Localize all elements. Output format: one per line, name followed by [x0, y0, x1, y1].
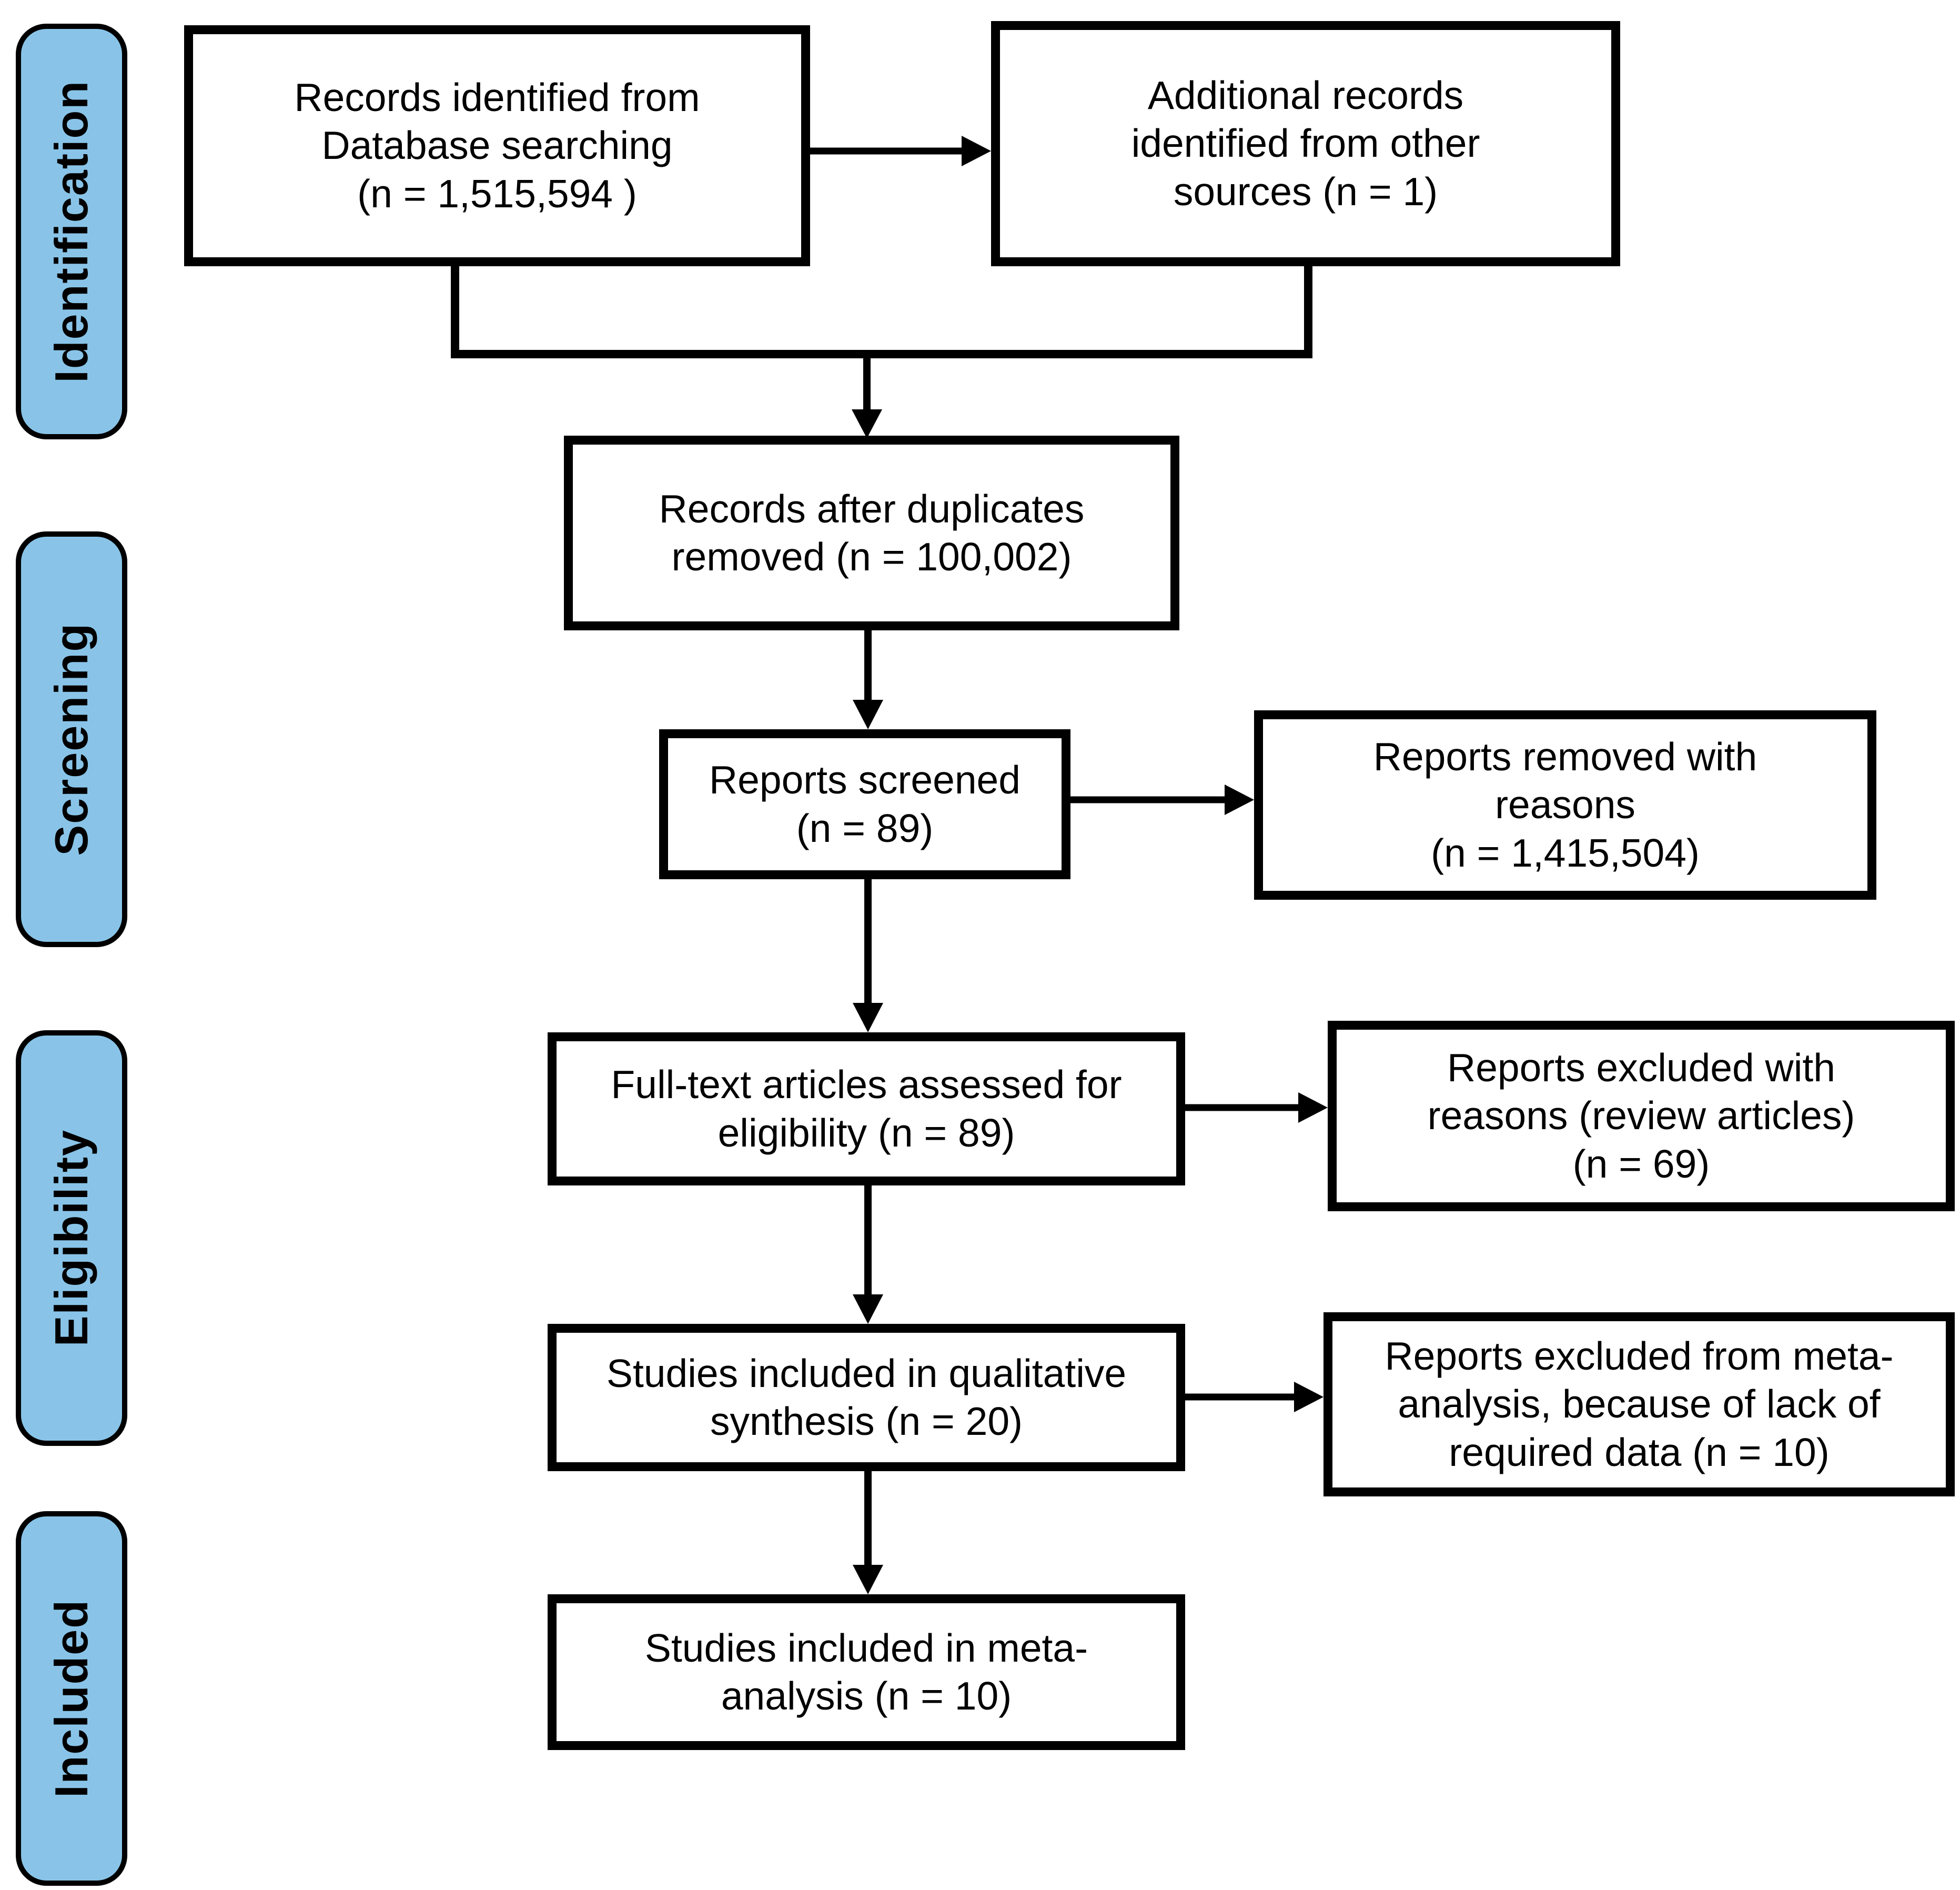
stage-screening: Screening: [16, 531, 127, 947]
node-reports-excluded-review-text: Reports excluded with reasons (review ar…: [1427, 1045, 1855, 1186]
arrow-identified-to-additional: [810, 136, 991, 166]
node-excluded-from-meta: Reports excluded from meta- analysis, be…: [1323, 1312, 1955, 1496]
stage-included: Included: [16, 1511, 127, 1886]
arrow-fulltext-to-qualitative: [853, 1185, 883, 1324]
node-records-identified: Records identified from Database searchi…: [184, 25, 810, 266]
arrow-screened-to-removed: [1070, 785, 1254, 815]
arrow-fulltext-to-excluded: [1185, 1092, 1328, 1123]
node-fulltext-assessed: Full-text articles assessed for eligibil…: [548, 1032, 1185, 1185]
node-excluded-from-meta-text: Reports excluded from meta- analysis, be…: [1385, 1333, 1894, 1474]
node-fulltext-assessed-text: Full-text articles assessed for eligibil…: [611, 1062, 1122, 1155]
arrow-qualitative-to-meta: [853, 1471, 883, 1594]
node-reports-excluded-review: Reports excluded with reasons (review ar…: [1328, 1021, 1955, 1211]
arrow-duplicates-to-screened: [853, 630, 883, 729]
stage-identification-label: Identification: [45, 80, 97, 383]
node-reports-screened-text: Reports screened (n = 89): [709, 758, 1021, 850]
node-records-identified-text: Records identified from Database searchi…: [294, 75, 700, 216]
arrow-screened-to-fulltext: [853, 879, 883, 1032]
connector-merge-bracket: [451, 266, 1312, 438]
node-reports-screened: Reports screened (n = 89): [659, 729, 1070, 879]
stage-screening-label: Screening: [45, 622, 97, 856]
node-meta-analysis: Studies included in meta- analysis (n = …: [548, 1594, 1185, 1750]
stage-eligibility-label: Eligibility: [45, 1129, 97, 1347]
stage-included-label: Included: [45, 1599, 97, 1798]
node-duplicates-removed: Records after duplicates removed (n = 10…: [564, 436, 1179, 630]
node-reports-removed-text: Reports removed with reasons (n = 1,415,…: [1373, 734, 1757, 875]
stage-eligibility: Eligibility: [16, 1030, 127, 1446]
node-additional-records-text: Additional records identified from other…: [1131, 73, 1480, 214]
node-duplicates-removed-text: Records after duplicates removed (n = 10…: [659, 486, 1085, 579]
node-reports-removed: Reports removed with reasons (n = 1,415,…: [1254, 710, 1876, 900]
node-qualitative-synthesis: Studies included in qualitative synthesi…: [548, 1324, 1185, 1471]
node-meta-analysis-text: Studies included in meta- analysis (n = …: [644, 1625, 1088, 1718]
arrow-qualitative-to-excludedmeta: [1185, 1382, 1323, 1412]
node-additional-records: Additional records identified from other…: [991, 21, 1620, 266]
node-qualitative-synthesis-text: Studies included in qualitative synthesi…: [606, 1351, 1127, 1444]
stage-identification: Identification: [16, 24, 127, 439]
